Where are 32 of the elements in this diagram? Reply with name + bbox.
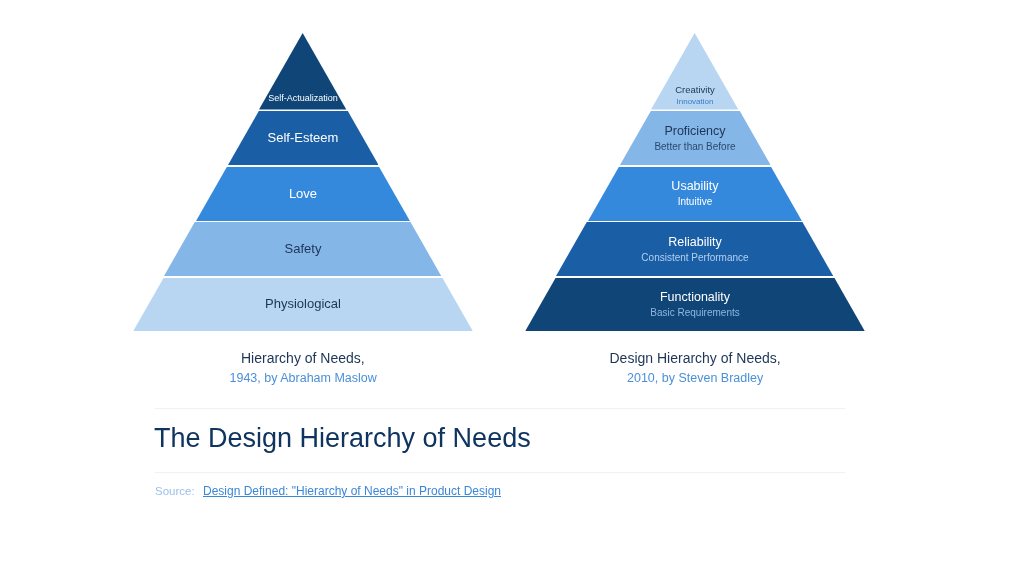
layer-subtitle: Intuitive: [677, 196, 713, 208]
pyramid-layer: [588, 166, 802, 221]
layer-label: Proficiency: [664, 123, 726, 139]
layer-subtitle: Innovation: [676, 96, 714, 107]
pyramid-layer: [133, 277, 473, 331]
pyramid-layer: [651, 33, 739, 110]
pyramid-layer: [259, 33, 347, 110]
pyramid-layer: [196, 166, 410, 221]
pyramid-layer: [556, 222, 834, 276]
layer-label: Functionality: [659, 289, 731, 305]
pyramid-caption: Hierarchy of Needs,: [241, 350, 365, 366]
layer-subtitle: Consistent Performance: [641, 251, 749, 264]
pyramid-subcaption: 1943, by Abraham Maslow: [229, 371, 377, 385]
layer-label: Creativity: [675, 83, 715, 95]
layer-label: Love: [288, 185, 318, 202]
pyramid-caption: Design Hierarchy of Needs,: [609, 350, 781, 366]
layer-label: Physiological: [265, 296, 341, 313]
layer-label: Safety: [284, 241, 322, 257]
source-link: Design Defined: "Hierarchy of Needs" in Product Design: [203, 484, 501, 498]
pyramid-layer: [525, 277, 865, 331]
layer-label: Usability: [671, 179, 719, 194]
layer-subtitle: Basic Requirements: [650, 306, 740, 319]
pyramid-layer: [227, 111, 379, 165]
layer-subtitle: Better than Before: [654, 140, 736, 153]
title: The Design Hierarchy of Needs: [154, 423, 531, 454]
layer-label: Self-Esteem: [267, 130, 339, 146]
pyramid-subcaption: 2010, by Steven Bradley: [627, 371, 764, 385]
source-label: Source:: [155, 485, 195, 497]
layer-label: Reliability: [668, 234, 722, 250]
pyramid-layer: [164, 222, 442, 276]
layer-label: Self-Actualization: [268, 92, 338, 104]
pyramid-layer: [619, 111, 771, 165]
